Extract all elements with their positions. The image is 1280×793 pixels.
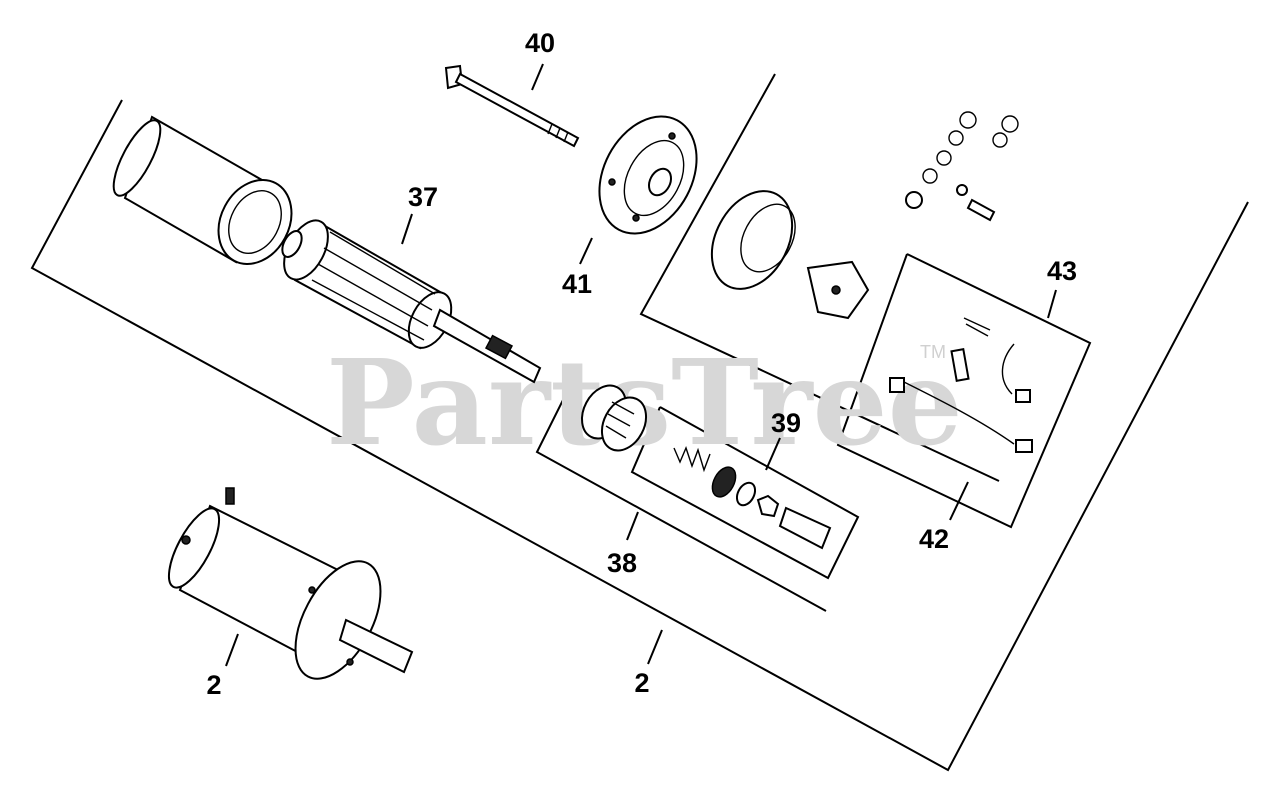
callout-42: 42	[919, 524, 949, 554]
starter-motor-assembly	[167, 487, 414, 680]
group-frame-lines	[30, 73, 1249, 772]
callout-2-right: 2	[634, 668, 649, 698]
drive-pinion	[580, 384, 648, 452]
callout-37: 37	[408, 182, 438, 212]
callout-labels: 40 37 41 43 39 38 42 2 2	[206, 28, 1077, 700]
callout-40: 40	[525, 28, 555, 58]
watermark: PartsTree TM	[326, 333, 963, 472]
watermark-text: PartsTree	[326, 333, 963, 472]
small-hardware	[905, 111, 1019, 222]
watermark-trademark: TM	[920, 342, 946, 362]
callout-38: 38	[607, 548, 637, 578]
end-cap	[598, 115, 698, 235]
callout-39: 39	[771, 408, 801, 438]
field-housing	[112, 115, 293, 266]
spring-collar-kit	[673, 446, 832, 550]
callout-43: 43	[1047, 256, 1077, 286]
callout-2-left: 2	[206, 670, 221, 700]
leader-lines	[225, 63, 1057, 667]
brush-set	[889, 317, 1033, 453]
brush-holder	[710, 190, 870, 320]
callout-41: 41	[562, 269, 592, 299]
armature	[281, 219, 542, 384]
through-bolt	[444, 64, 580, 148]
